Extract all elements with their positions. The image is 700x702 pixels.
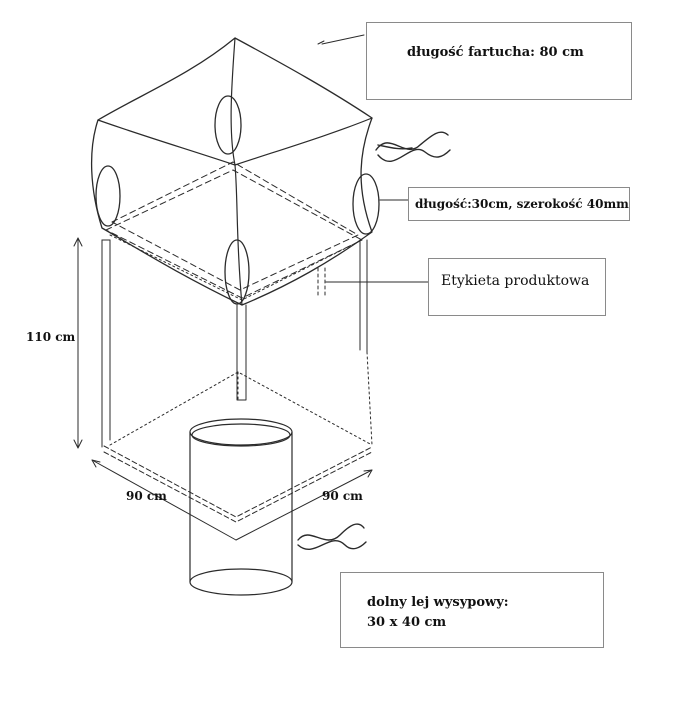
height-dimension-label: 110 cm [26, 330, 76, 344]
lifting-loops [95, 95, 380, 305]
product-label-text: Etykieta produktowa [441, 273, 590, 289]
loop-dims-callout: długość:30cm, szerokość 40mm [408, 187, 630, 221]
apron-length-callout: długość fartucha: 80 cm [366, 22, 632, 100]
width-left-dimension-label: 90 cm [126, 489, 167, 503]
top-apron [90, 37, 373, 306]
tie-ropes [297, 131, 451, 551]
product-label-callout: Etykieta produktowa [428, 258, 606, 316]
width-right-dimension-label: 90 cm [322, 489, 363, 503]
callout-leaders [317, 34, 429, 283]
bottom-spout-callout: dolny lej wysypowy: 30 x 40 cm [340, 572, 604, 648]
bag-body [101, 234, 373, 523]
apron-length-text: długość fartucha: 80 cm [407, 45, 584, 60]
bottom-spout-line2: 30 x 40 cm [367, 615, 447, 630]
bottom-spout-line1: dolny lej wysypowy: [367, 595, 509, 610]
dimension-lines [73, 237, 373, 541]
loop-dims-text: długość:30cm, szerokość 40mm [415, 197, 629, 211]
discharge-spout [189, 418, 293, 596]
